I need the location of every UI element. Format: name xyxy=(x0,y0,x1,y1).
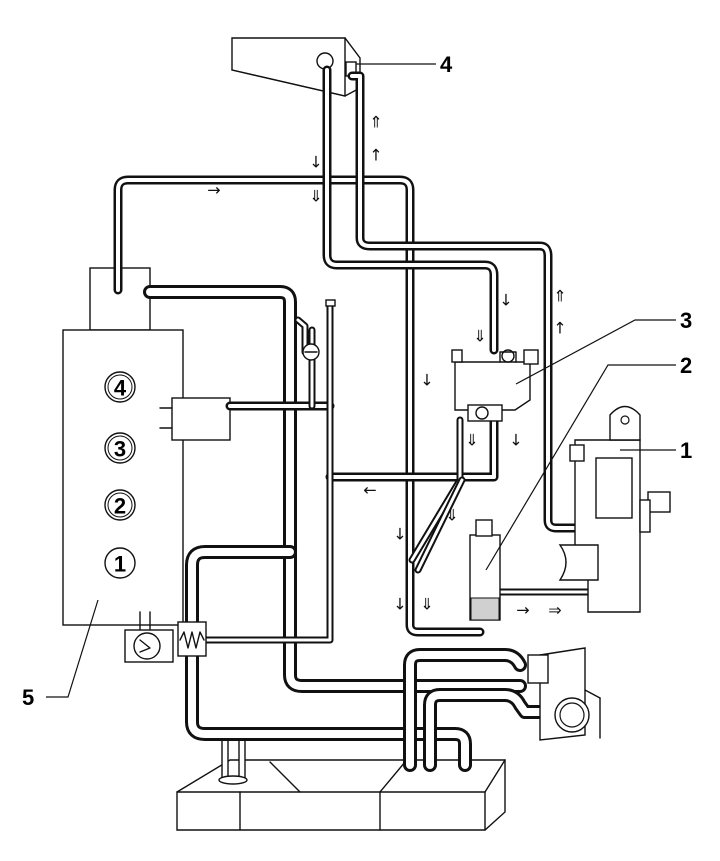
flow-arrow: ↑ xyxy=(553,319,566,338)
flow-arrow: ← xyxy=(363,481,376,500)
callout-1: 1 xyxy=(620,438,692,463)
cylinder-2-label: 2 xyxy=(114,494,126,519)
flow-arrow: → xyxy=(516,601,529,620)
small-check-valve xyxy=(302,299,336,361)
callout-3: 3 xyxy=(515,308,692,385)
callout-5: 5 xyxy=(22,599,99,710)
flow-arrow: ↓ xyxy=(393,595,406,614)
flow-arrow: ⇓ xyxy=(309,187,322,206)
flow-arrow: ⇑ xyxy=(553,287,566,306)
solenoid-valve-3 xyxy=(451,349,539,422)
flow-arrow: ↓ xyxy=(499,291,512,310)
callout-4: 4 xyxy=(356,52,453,77)
cylinder-1: 1 xyxy=(104,547,136,579)
flow-arrow: ⇑ xyxy=(369,113,382,132)
callout-5-label: 5 xyxy=(22,685,34,710)
fuel-tank xyxy=(176,731,506,831)
flow-arrow: ↓ xyxy=(420,371,433,390)
charcoal-canister-box xyxy=(231,37,361,97)
flow-arrow: ↓ xyxy=(309,153,322,172)
flow-arrow: → xyxy=(207,181,220,200)
flow-arrow: ⇒ xyxy=(548,601,561,620)
cylinder-2: 2 xyxy=(104,489,136,521)
callout-2-label: 2 xyxy=(680,353,692,378)
throttle-body xyxy=(527,647,601,741)
callouts: 4 3 2 1 5 xyxy=(22,52,692,710)
flow-arrow: ⇓ xyxy=(445,506,458,525)
flow-arrow: ⇓ xyxy=(473,327,486,346)
flow-arrow: ↑ xyxy=(369,146,382,165)
main-hoses xyxy=(113,65,594,772)
control-unit-1 xyxy=(558,405,671,613)
cylinder-1-label: 1 xyxy=(114,552,126,577)
flow-arrow: ↓ xyxy=(509,431,522,450)
flow-arrow: ↓ xyxy=(393,525,406,544)
callout-2: 2 xyxy=(485,353,692,571)
engine-block xyxy=(62,267,231,631)
cylinder-3-label: 3 xyxy=(114,437,126,462)
callout-1-label: 1 xyxy=(680,438,692,463)
cylinder-3: 3 xyxy=(104,432,136,464)
flow-arrows: ↓ ⇓ ⇑ ↑ → ↓ ⇓ ⇑ ↑ ↓ ⇓ ↓ ← ↓ ⇓ ↓ ⇓ → ⇒ xyxy=(207,113,566,620)
flow-arrow: ⇓ xyxy=(465,431,478,450)
flow-arrow: ⇓ xyxy=(420,595,433,614)
callout-3-label: 3 xyxy=(680,308,692,333)
cylinder-4: 4 xyxy=(104,371,136,403)
vacuum-pump xyxy=(124,621,207,663)
callout-4-label: 4 xyxy=(440,52,453,77)
cylinder-4-label: 4 xyxy=(114,376,127,401)
cylinder-labels: 4 3 2 1 xyxy=(104,371,136,579)
valve-2 xyxy=(469,519,501,621)
